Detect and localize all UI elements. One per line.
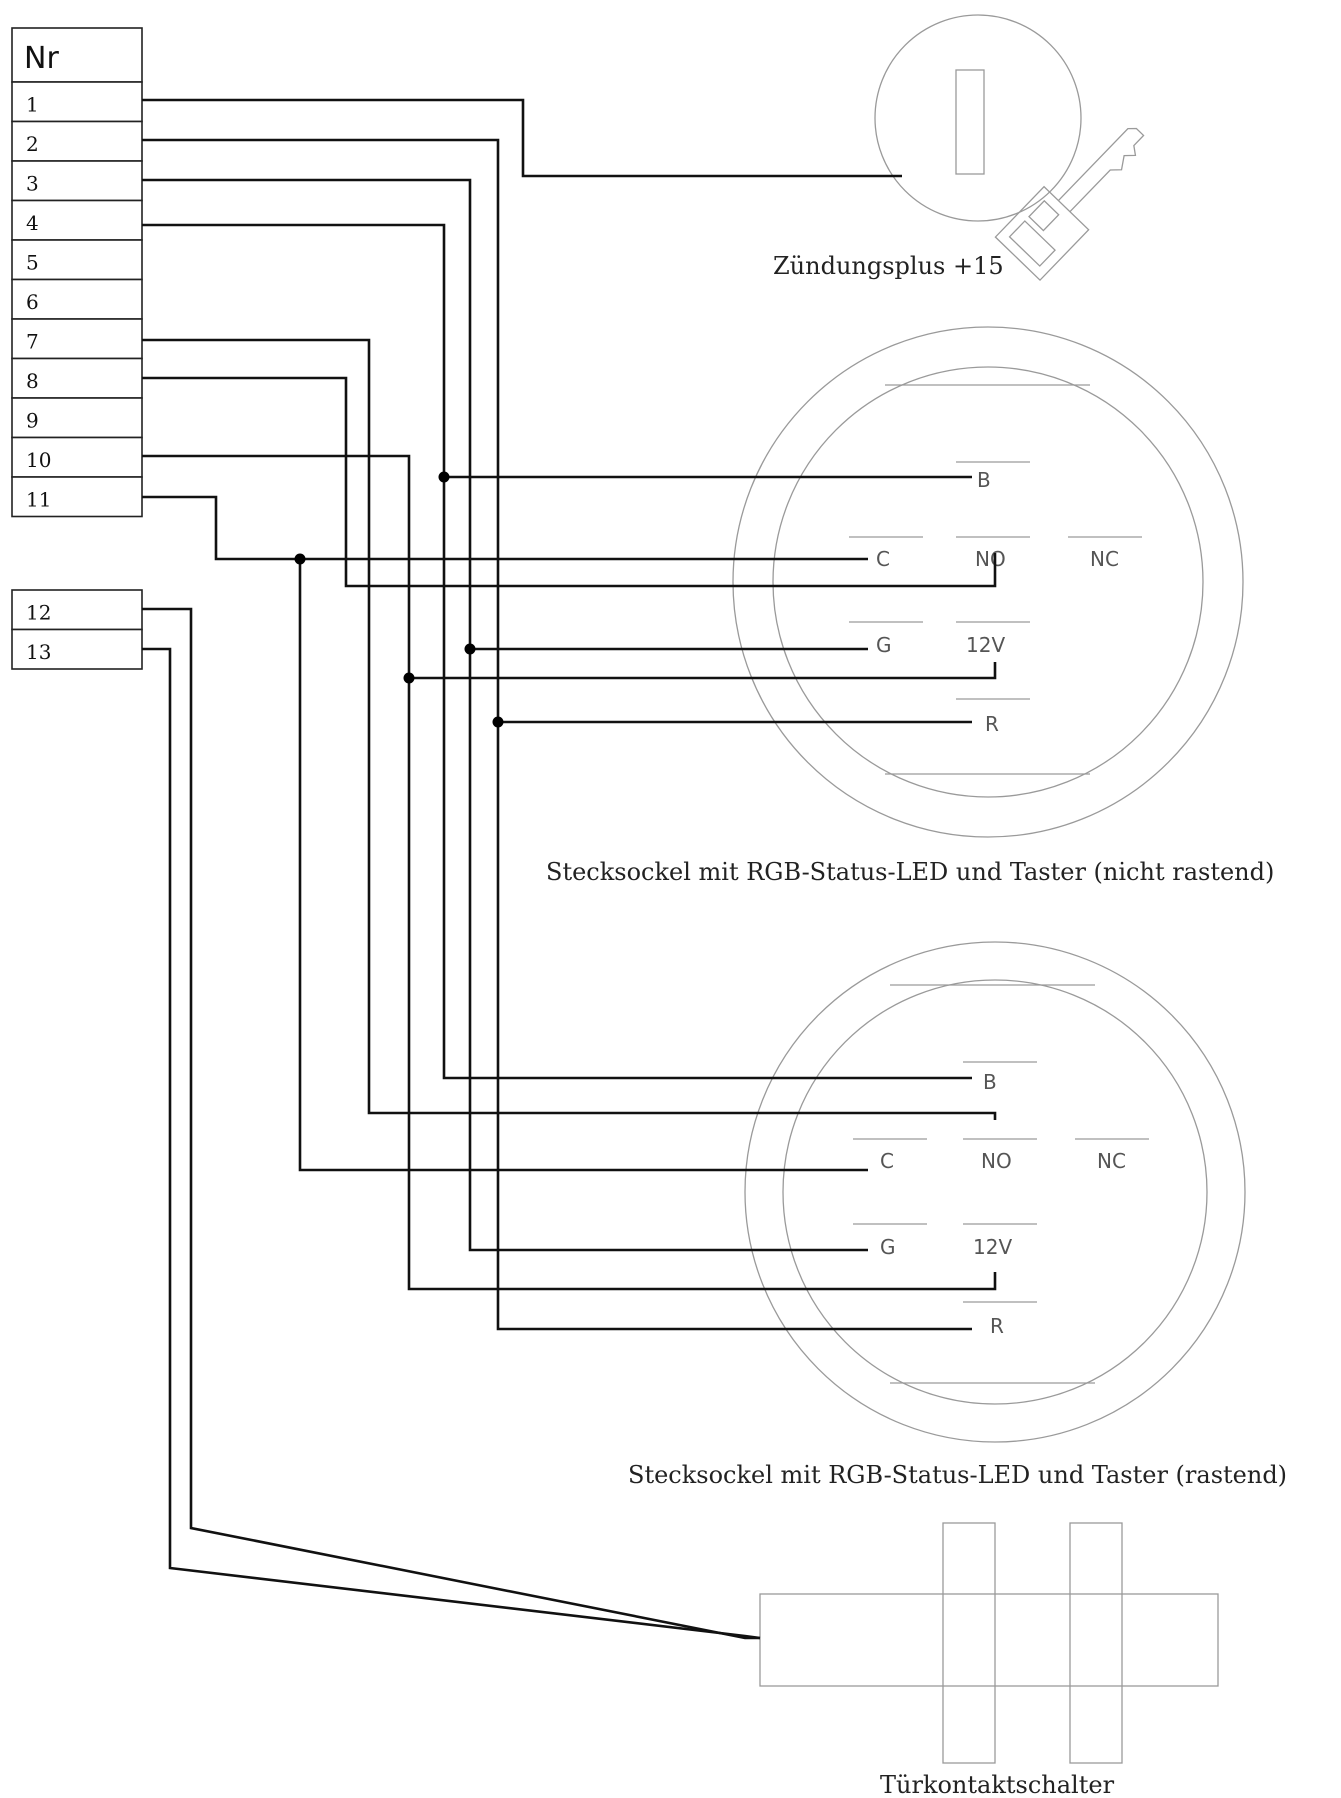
wires [142, 98, 997, 1640]
terminal-number: 2 [26, 132, 39, 156]
terminal-number: 9 [26, 409, 39, 433]
wire-8 [142, 376, 997, 588]
terminal-number: 1 [26, 93, 39, 117]
socket-latching: B C NO NC G 12V R Stecksockel mit RGB-St… [628, 941, 1287, 1489]
terminal-table-header: Nr [24, 41, 59, 76]
terminal-number: 8 [26, 369, 39, 393]
door-switch-label: Türkontaktschalter [880, 1771, 1115, 1798]
terminal-number: 11 [26, 488, 51, 512]
terminal-rows-2: 12 13 [11, 589, 143, 670]
terminal-number: 5 [26, 251, 39, 275]
wire-11 [142, 495, 868, 561]
terminal-row-cell [11, 81, 143, 123]
terminal-row-cell [11, 476, 143, 518]
terminal-number: 4 [26, 211, 39, 235]
socket-momentary: B C NO NC G 12V R Stecksockel mit RGB-St… [546, 326, 1274, 886]
socket1-caption: Stecksockel mit RGB-Status-LED und Taste… [546, 858, 1274, 886]
socket1-pin-g: G [876, 633, 892, 657]
terminal-row-cell [11, 628, 143, 670]
door-contact-switch: Türkontaktschalter [759, 1522, 1219, 1798]
ignition-lock-symbol: Zündungsplus +15 [773, 14, 1145, 282]
socket1-pin-c: C [876, 547, 890, 571]
socket1-pin-no: NO [975, 547, 1006, 571]
socket1-pin-r: R [985, 712, 999, 736]
terminal-number: 3 [26, 172, 39, 196]
socket2-pin-no: NO [981, 1149, 1012, 1173]
socket1-pin-nc: NC [1090, 547, 1119, 571]
wire-13 [142, 647, 761, 1640]
wire-12 [142, 607, 760, 1640]
socket2-pin-b: B [983, 1070, 997, 1094]
terminal-number: 12 [26, 601, 51, 625]
terminal-row-cell [11, 239, 143, 281]
wire-7 [142, 338, 997, 1120]
socket2-pin-g: G [880, 1235, 896, 1259]
terminal-table-2: 12 13 [11, 589, 143, 670]
terminal-number: 10 [26, 448, 51, 472]
terminal-row-cell [11, 318, 143, 360]
terminal-number: 13 [26, 640, 51, 664]
socket2-pin-12v: 12V [973, 1235, 1012, 1259]
socket2-caption: Stecksockel mit RGB-Status-LED und Taste… [628, 1461, 1287, 1489]
socket2-pin-nc: NC [1097, 1149, 1126, 1173]
terminal-number: 7 [26, 330, 39, 354]
wire-4 [142, 223, 972, 1080]
terminal-rows: 1 2 3 4 5 6 7 8 9 10 11 [11, 81, 143, 518]
wire-10 [142, 454, 997, 1291]
socket1-pin-b: B [977, 468, 991, 492]
wire-1 [142, 98, 902, 178]
socket2-pin-r: R [990, 1314, 1004, 1338]
socket1-pin-12v: 12V [966, 633, 1005, 657]
terminal-row-cell [11, 397, 143, 439]
wire-2 [142, 138, 972, 1331]
socket2-pin-c: C [880, 1149, 894, 1173]
ignition-label: Zündungsplus +15 [773, 252, 1004, 280]
wire-3 [142, 178, 868, 1252]
terminal-number: 6 [26, 290, 39, 314]
terminal-table: Nr 1 2 3 4 5 6 7 8 9 10 11 [11, 27, 143, 518]
